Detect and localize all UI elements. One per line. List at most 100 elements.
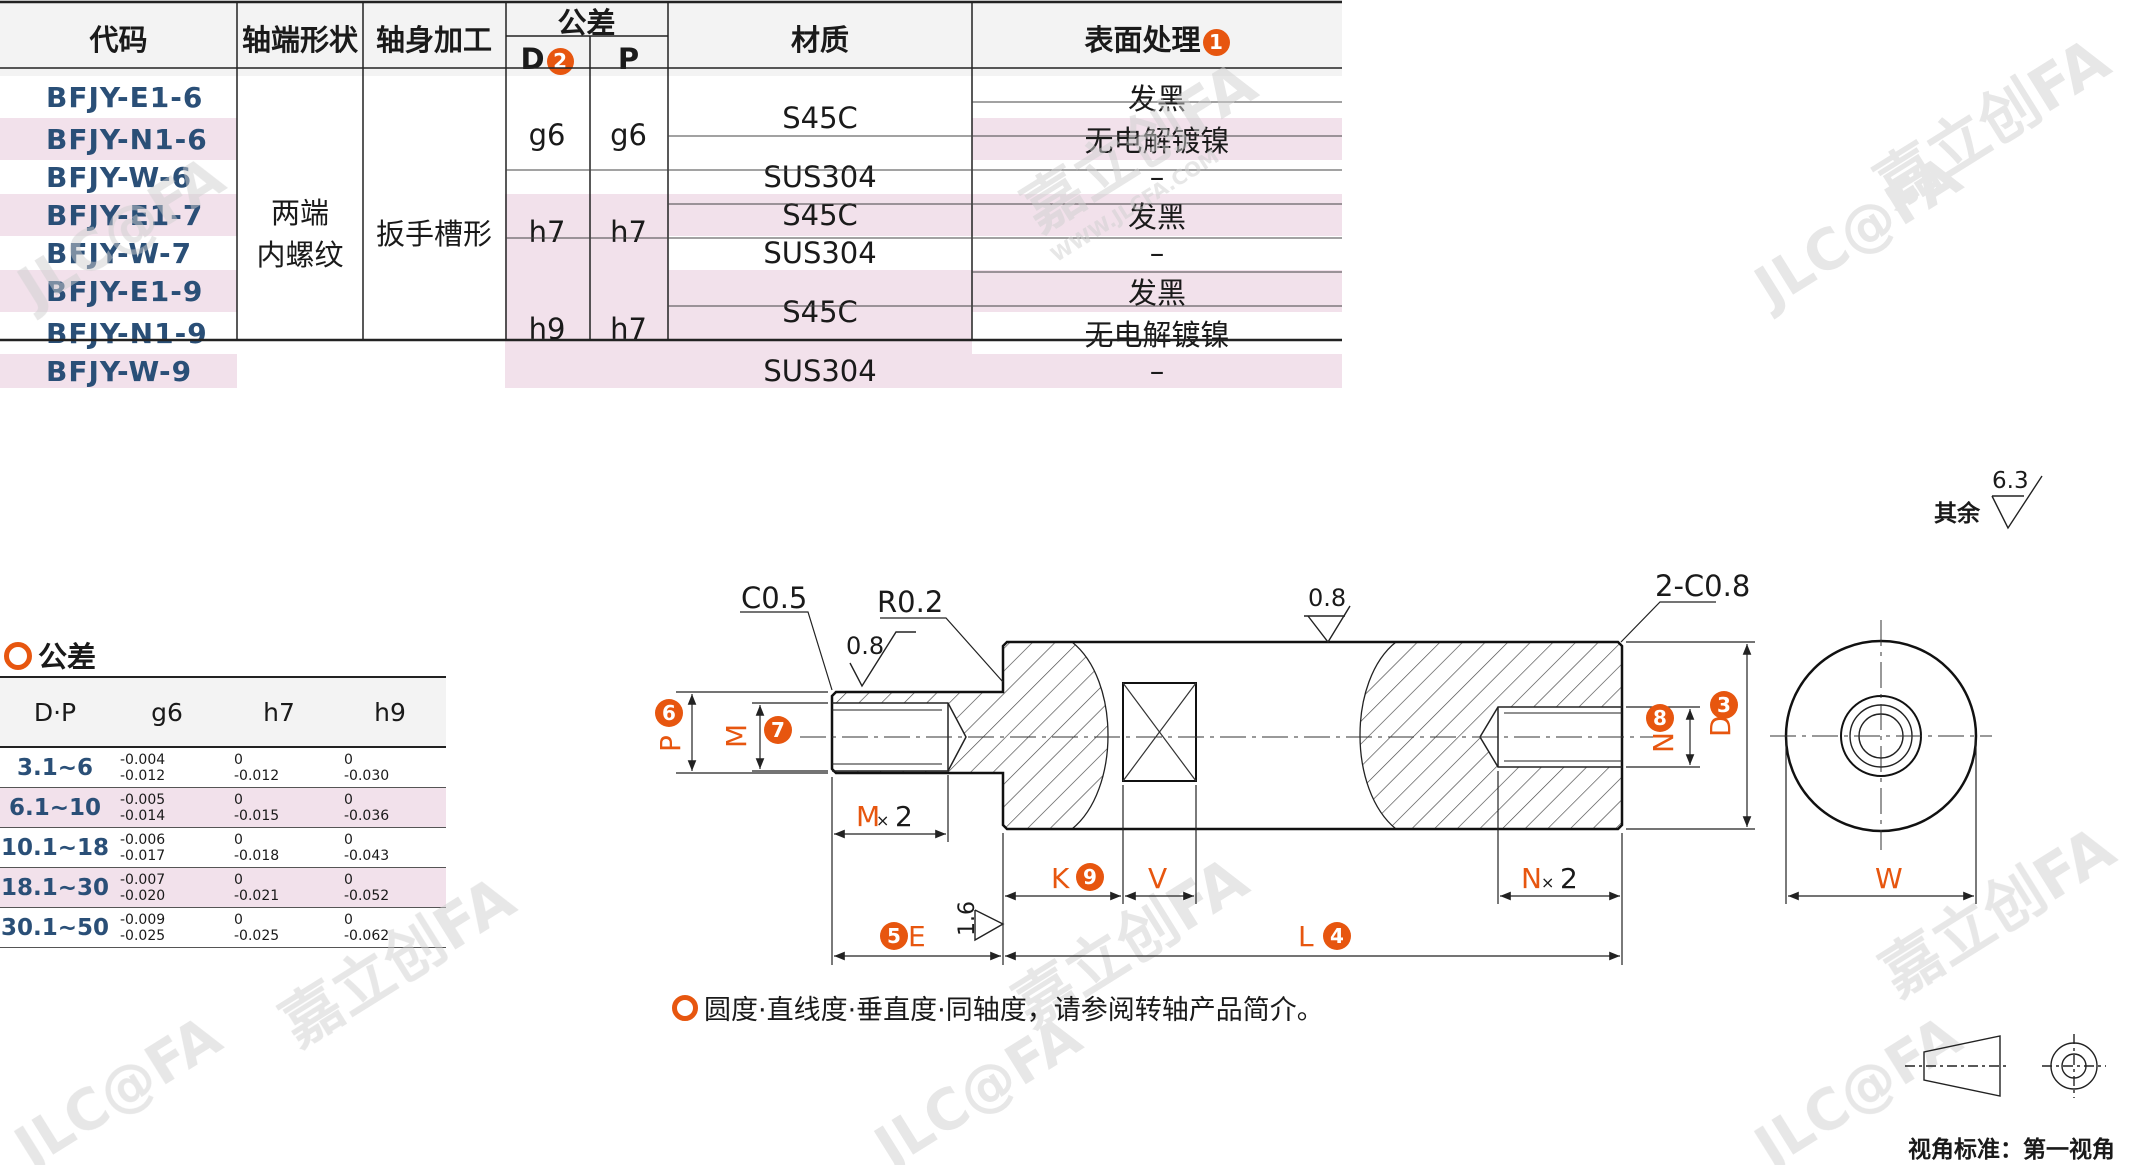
p-label: P (654, 735, 687, 752)
material-cell: S45C (668, 194, 973, 236)
view-standard: 视角标准：第一视角 (1908, 1137, 2115, 1163)
product-code: BFJY-E1-9 (0, 270, 237, 312)
table-row: BFJY-W-9 SUS304 – (0, 354, 1343, 388)
footnote: 圆度·直线度·垂直度·同轴度，请参阅转轴产品简介。 (672, 988, 1324, 1027)
table-row: 30.1~50 -0.009-0.025 0-0.025 0-0.062 (0, 907, 446, 948)
table-row: BFJY-W-6 SUS304 – (0, 160, 1342, 194)
spec-table-grid (0, 0, 1342, 342)
tol-value: -0.009-0.025 (110, 907, 224, 948)
tol-value: 0-0.012 (224, 747, 334, 788)
svg-text:×: × (876, 811, 889, 830)
tol-value: 0-0.052 (334, 867, 446, 908)
table-row: 6.1~10 -0.005-0.014 0-0.015 0-0.036 (0, 787, 446, 828)
svg-text:3: 3 (1717, 693, 1731, 717)
tol-d-g6: g6 (528, 118, 566, 152)
svg-text:JLC@FA: JLC@FA (861, 1004, 1093, 1165)
number-badges: 6 7 8 3 9 5 4 (655, 691, 1738, 950)
tol-range: 6.1~10 (0, 787, 110, 828)
e-label: E (908, 920, 926, 953)
dimension-labels: C0.5 R0.2 2-C0.8 0.8 0.8 1.6 6.3 (741, 468, 2029, 936)
header-material: 材质 (668, 0, 973, 76)
end-chamfer-label: 2-C0.8 (1655, 569, 1750, 603)
rest-roughness: 6.3 (1992, 468, 2029, 494)
tol-value: 0-0.015 (224, 787, 334, 828)
ring-icon (672, 995, 698, 1021)
d-badge: 2 (546, 47, 574, 75)
shaft-machining-cell: 扳手槽形 (375, 217, 492, 251)
v-label: V (1148, 862, 1167, 895)
svg-text:嘉立创FA: 嘉立创FA (1864, 24, 2123, 222)
svg-text:2: 2 (895, 800, 913, 833)
material-cell: SUS304 (763, 160, 877, 194)
tol-value: -0.007-0.020 (110, 867, 224, 908)
n-depth-label: N (1521, 862, 1542, 895)
tol-value: 0-0.025 (224, 907, 334, 948)
tol-range: 3.1~6 (0, 747, 110, 788)
tol-header: h7 (224, 676, 334, 748)
shaft-end-cell: 两端内螺纹 (256, 196, 344, 272)
tol-value: 0-0.043 (334, 827, 446, 868)
tol-header: g6 (110, 676, 224, 748)
material-cell: SUS304 (668, 354, 973, 388)
tol-value: 0-0.021 (224, 867, 334, 908)
tol-range: 30.1~50 (0, 907, 110, 948)
n-label: N (1647, 732, 1680, 753)
product-code: BFJY-W-9 (0, 354, 237, 388)
multiplier-labels: × 2 × 2 (876, 800, 1578, 895)
surface-cell: 无电解镀镍 (972, 118, 1343, 160)
tol-range: 10.1~18 (0, 827, 110, 868)
tol-header: h9 (334, 676, 446, 748)
m-depth-label: M (856, 800, 880, 833)
tol-value: -0.006-0.017 (110, 827, 224, 868)
l-label: L (1298, 920, 1314, 953)
projection-symbol (1905, 1034, 2106, 1098)
tol-d-h7: h7 (505, 194, 589, 270)
table-row: BFJY-W-7 SUS304 – (0, 236, 1342, 270)
tol-p-g6: g6 (610, 118, 647, 152)
product-code: BFJY-E1-6 (46, 80, 204, 114)
tol-header: D·P (0, 676, 110, 748)
svg-text:9: 9 (1083, 865, 1097, 889)
dimension-lines (676, 601, 1755, 965)
product-code: BFJY-E1-7 (0, 194, 237, 236)
tolerance-table: D·P g6 h7 h9 3.1~6 -0.004-0.012 0-0.012 … (0, 676, 446, 948)
header-tolerance: 公差 (505, 0, 669, 42)
roughness-step: 1.6 (955, 901, 980, 936)
surface-badge: 1 (1202, 28, 1230, 56)
surface-cell: 发黑 (972, 270, 1343, 312)
svg-text:6: 6 (662, 701, 676, 725)
chamfer-label: C0.5 (741, 581, 807, 615)
product-code: BFJY-N1-9 (46, 316, 208, 350)
end-view (1770, 620, 1992, 904)
table-row: BFJY-E1-7 h7 h7 S45C 发黑 (0, 194, 1343, 270)
shaft-body (800, 640, 1660, 831)
rest-label: 其余 (1934, 501, 1980, 527)
svg-text:2: 2 (1560, 862, 1578, 895)
d-label: D (1704, 715, 1737, 737)
w-label: W (1875, 862, 1903, 895)
surface-cell: 无电解镀镍 (1084, 318, 1230, 352)
table-row: 10.1~18 -0.006-0.017 0-0.018 0-0.043 (0, 827, 446, 868)
surface-cell: 发黑 (1128, 82, 1187, 116)
table-row: BFJY-E1-6 两端内螺纹 扳手槽形 g6 g6 S45C 发黑 (0, 76, 1342, 273)
material-cell: S45C (782, 101, 858, 135)
tol-value: 0-0.018 (224, 827, 334, 868)
header-shaft-end: 轴端形状 (237, 0, 363, 76)
svg-text:5: 5 (887, 924, 901, 948)
m-label: M (720, 724, 753, 748)
k-label: K (1051, 862, 1070, 895)
product-code: BFJY-W-6 (46, 160, 193, 194)
roughness-symbols (849, 475, 2043, 942)
dimension-letters: P M N D M K V N E L W (654, 715, 1903, 953)
material-cell: SUS304 (763, 236, 877, 270)
product-code: BFJY-W-7 (46, 236, 193, 270)
tol-value: 0-0.036 (334, 787, 446, 828)
ring-icon (4, 642, 32, 670)
table-row: 3.1~6 -0.004-0.012 0-0.012 0-0.030 (0, 747, 446, 788)
svg-text:嘉立创FA: 嘉立创FA (1869, 813, 2128, 1011)
surface-cell: – (1149, 160, 1165, 194)
tol-range: 18.1~30 (0, 867, 110, 908)
